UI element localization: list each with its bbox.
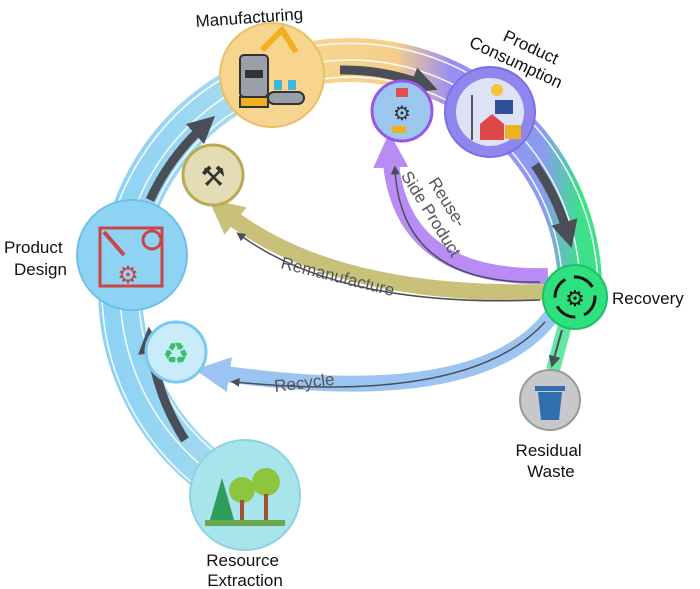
manufacturing-node <box>219 22 325 128</box>
product-design-node: ⚙ <box>76 199 188 311</box>
blueprint-icon <box>98 226 164 288</box>
resource-extraction-label: Resource Extraction <box>206 551 284 589</box>
recovery-label: Recovery <box>612 289 684 308</box>
residual-waste-label: Residual Waste <box>516 441 587 481</box>
trash-bin-icon <box>538 392 562 420</box>
waste-arrow <box>548 329 563 368</box>
house-icon <box>480 114 504 140</box>
resource-extraction-node <box>189 439 301 551</box>
factory-icon <box>396 88 408 97</box>
gear-icon: ⚙ <box>117 261 139 289</box>
forest-icon <box>205 468 285 526</box>
residual-waste-node <box>519 369 581 431</box>
truck-icon <box>392 126 406 133</box>
side-product-node: ⚙ <box>370 79 434 143</box>
product-consumption-node <box>444 66 536 158</box>
solar-panel-icon <box>495 100 513 114</box>
recovery-node: ⚙ <box>542 264 608 330</box>
reuse-flow <box>373 132 549 285</box>
wrench-hammer-icon: ⚒ <box>200 160 225 193</box>
lightbulb-icon <box>141 229 163 251</box>
remanufacture-label: Remanufacture <box>279 253 396 300</box>
sun-icon <box>491 84 503 96</box>
product-design-label: Product Design <box>4 238 67 279</box>
robot-arm-icon <box>239 25 305 108</box>
recycle-icon: ♻ <box>163 337 190 372</box>
remanufacture-node: ⚒ <box>181 143 245 207</box>
pencil-icon <box>102 230 126 257</box>
waste-flow <box>546 323 572 372</box>
recycle-flow <box>194 310 559 393</box>
gear-icon: ⚙ <box>393 101 411 125</box>
remanufacture-flow <box>208 198 549 302</box>
recycle-node: ♻ <box>144 320 208 384</box>
recovery-gear-icon: ⚙ <box>565 287 585 312</box>
